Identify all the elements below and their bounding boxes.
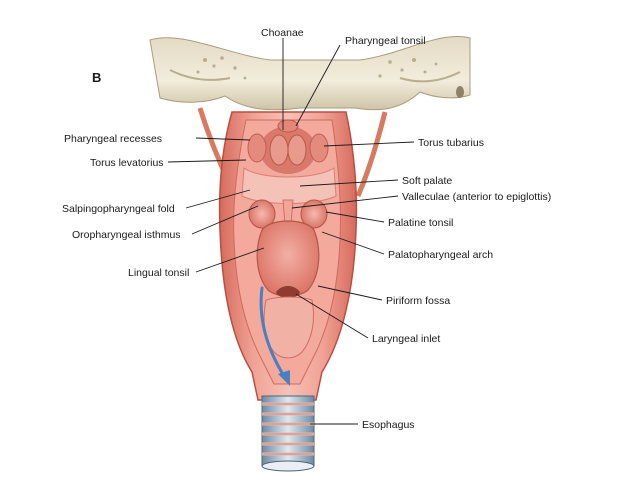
stylopharyngeus-right [355,111,388,197]
label-piriform-fossa: Piriform fossa [386,295,450,307]
skull-base [149,36,471,111]
esophagus-tube [261,395,315,472]
tongue-epiglottis [256,220,320,297]
label-palatopharyngeal-arch: Palatopharyngeal arch [388,249,493,261]
label-pharyngeal-tonsil: Pharyngeal tonsil [345,35,426,47]
label-lingual-tonsil: Lingual tonsil [128,267,189,279]
labels: Choanae Pharyngeal tonsil Pharyngeal rec… [62,27,551,431]
label-torus-tubarius: Torus tubarius [418,137,484,149]
nasopharynx [247,119,329,174]
label-esophagus: Esophagus [362,419,415,431]
panel-letter: B [92,70,101,85]
palatine-tonsil-right [300,199,328,229]
label-laryngeal-inlet: Laryngeal inlet [372,333,440,345]
label-palatine-tonsil: Palatine tonsil [388,217,453,229]
label-oropharyngeal-isthmus: Oropharyngeal isthmus [72,229,181,241]
label-salpingopharyngeal-fold: Salpingopharyngeal fold [62,203,175,215]
label-torus-levatorius: Torus levatorius [90,157,164,169]
leader-lines [167,38,415,425]
laryngeal-inlet [276,286,300,298]
label-choanae: Choanae [261,27,304,39]
label-pharyngeal-recesses: Pharyngeal recesses [64,133,162,145]
label-valleculae: Valleculae (anterior to epiglottis) [402,191,551,203]
food-pathway-arrow [259,286,290,386]
label-soft-palate: Soft palate [402,175,452,187]
